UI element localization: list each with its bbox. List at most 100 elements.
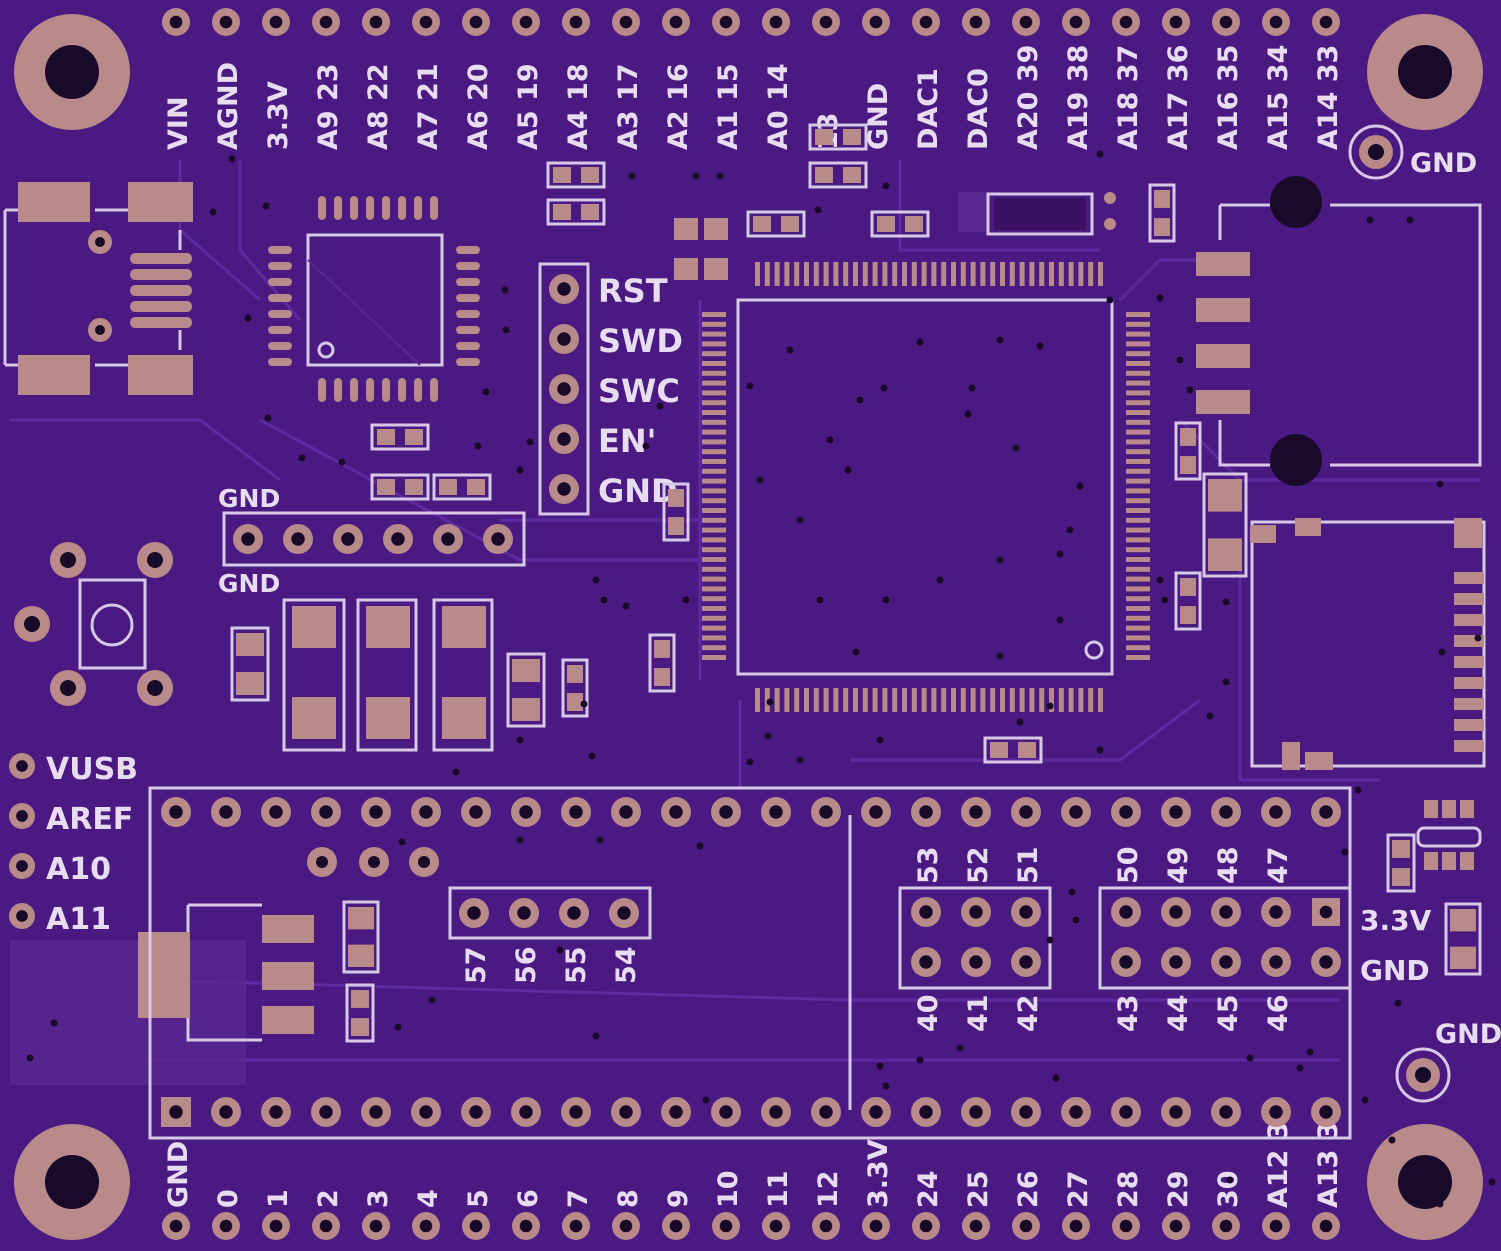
power-gnd-label: GND [1360,954,1430,987]
bottom-edge-pin [662,1212,690,1240]
module-bottom-pin [961,1097,991,1127]
top-edge-pin [1312,8,1340,36]
bottom-edge-pin [912,1212,940,1240]
header-50-46-bottom-label: 45 [1213,994,1244,1032]
top-edge-pin [1112,8,1140,36]
via [1246,1054,1254,1062]
module-bottom-pin [1311,1097,1341,1127]
module-top-pin [811,797,841,827]
via [916,1056,924,1064]
header-53-40-top-label: 53 [913,846,944,884]
header-57-54-pin [509,898,539,928]
top-edge-pin [512,8,540,36]
bottom-edge-pin [1212,1212,1240,1240]
via [746,758,754,766]
module-top-pin [211,797,241,827]
via [1156,294,1164,302]
header-50-46-top-label: 47 [1263,846,1294,884]
header-53-40-pin [1011,897,1041,927]
via [968,384,976,392]
module-bottom-pin [711,1097,741,1127]
top-edge-pin [562,8,590,36]
six-pin-header-pin [333,524,363,554]
via [428,996,436,1004]
top-edge-pin [1062,8,1090,36]
module-top-pin [1211,797,1241,827]
via [516,736,524,744]
header-57-54-pin [609,898,639,928]
via [796,516,804,524]
via [1341,848,1349,856]
left-side-pad [9,903,35,929]
module-bottom-pin [1061,1097,1091,1127]
top-edge-pin-row [162,8,1340,36]
via [880,384,888,392]
via [1036,342,1044,350]
bottom-edge-pin [562,1212,590,1240]
top-header-label: A16 35 [1213,45,1244,150]
top-edge-pin [612,8,640,36]
module-bottom-pin [1211,1097,1241,1127]
gnd-top-right-label: GND [1410,148,1477,179]
smd-capacitor [1174,421,1202,481]
bottom-edge-pin [162,1212,190,1240]
header-53-40-bottom-label: 40 [913,994,944,1032]
via [1226,1176,1234,1184]
header-57-54-pin [459,898,489,928]
gnd-testpoint-bottom: GND [1395,1019,1501,1103]
smd-capacitor [648,633,676,693]
six-pin-header: GND GND [218,484,526,598]
bottom-header-label: 30 [1213,1170,1244,1208]
smd-capacitor [1174,571,1202,631]
smd-resistor [432,473,492,501]
header-53-40-pin [961,897,991,927]
bottom-header-label: 7 [563,1189,594,1208]
top-header-label: A3 17 [613,63,644,150]
module-top-pin [411,797,441,827]
crystal [958,192,1116,236]
bottom-header-label: 3 [363,1189,394,1208]
header-53-40-bottom-label: 42 [1013,994,1044,1032]
bottom-header-label: 12 [813,1170,844,1208]
header-50-46-top-label: 48 [1213,846,1244,884]
module-top-pin [761,797,791,827]
reset-pushbutton[interactable] [14,542,173,706]
module-top-pin [911,797,941,827]
debug-pin-label: SWC [598,372,680,410]
top-header-label: A9 23 [313,63,344,150]
via [642,442,650,450]
bottom-header-label: 29 [1163,1170,1194,1208]
via [1354,786,1362,794]
via [1056,616,1064,624]
via [394,1023,402,1031]
power-3v3-label: 3.3V [1360,904,1432,937]
via [1438,648,1446,656]
module-bottom-pin [561,1097,591,1127]
smd-capacitor [230,626,270,702]
top-edge-pin [462,8,490,36]
via [398,838,406,846]
header-53-40-pin [961,947,991,977]
via [786,346,794,354]
via [882,182,890,190]
via [1076,482,1084,490]
smd-capacitor [662,482,690,542]
via [628,172,636,180]
top-header-label: GND [863,83,894,150]
module-bottom-pin [161,1097,191,1127]
bulk-capacitors [282,598,494,752]
header-50-46-top-label: 50 [1113,846,1144,884]
module-bottom-pin [411,1097,441,1127]
bottom-header-label: 6 [513,1189,544,1208]
top-header-label: A6 20 [463,63,494,150]
debug-pin [549,474,579,504]
top-edge-pin [662,8,690,36]
six-pin-header-pin [233,524,263,554]
via [1068,888,1076,896]
via [916,338,924,346]
smd-resistor [546,161,606,189]
